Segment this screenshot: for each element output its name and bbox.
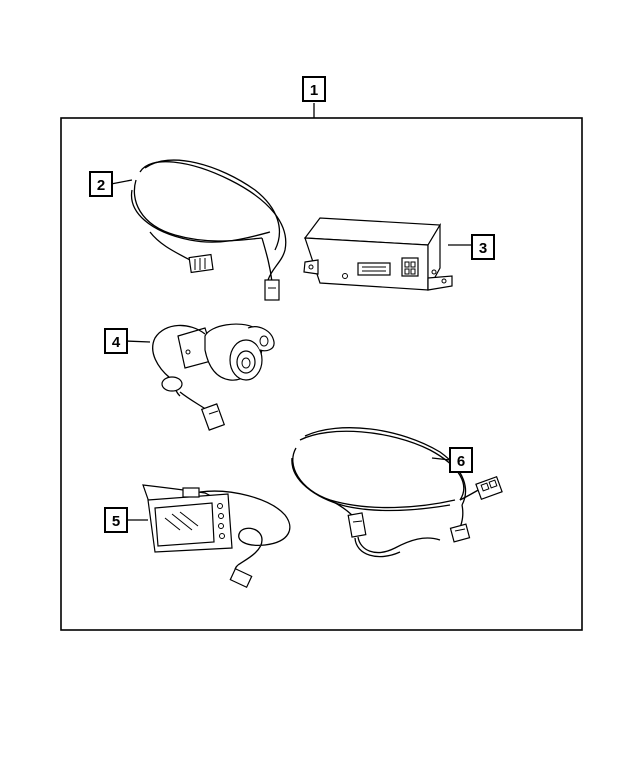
display-monitor-5 [142, 484, 291, 589]
callout-2: 2 [89, 171, 133, 197]
callout-6-label: 6 [457, 453, 465, 470]
wiring-harness-2 [130, 159, 287, 301]
callout-1-label: 1 [310, 82, 318, 99]
callout-3-label: 3 [479, 240, 487, 257]
callout-6: 6 [431, 447, 473, 473]
camera-harness-6 [291, 427, 503, 558]
callout-2-label: 2 [97, 177, 105, 194]
callout-4: 4 [104, 328, 151, 354]
callout-4-label: 4 [112, 334, 121, 351]
callout-3: 3 [448, 234, 495, 260]
camera-4 [152, 323, 275, 431]
control-module-3 [303, 217, 453, 291]
callout-5-label: 5 [112, 513, 120, 530]
kit-frame [60, 117, 583, 631]
callout-5: 5 [104, 507, 148, 533]
callout-1: 1 [302, 76, 326, 118]
